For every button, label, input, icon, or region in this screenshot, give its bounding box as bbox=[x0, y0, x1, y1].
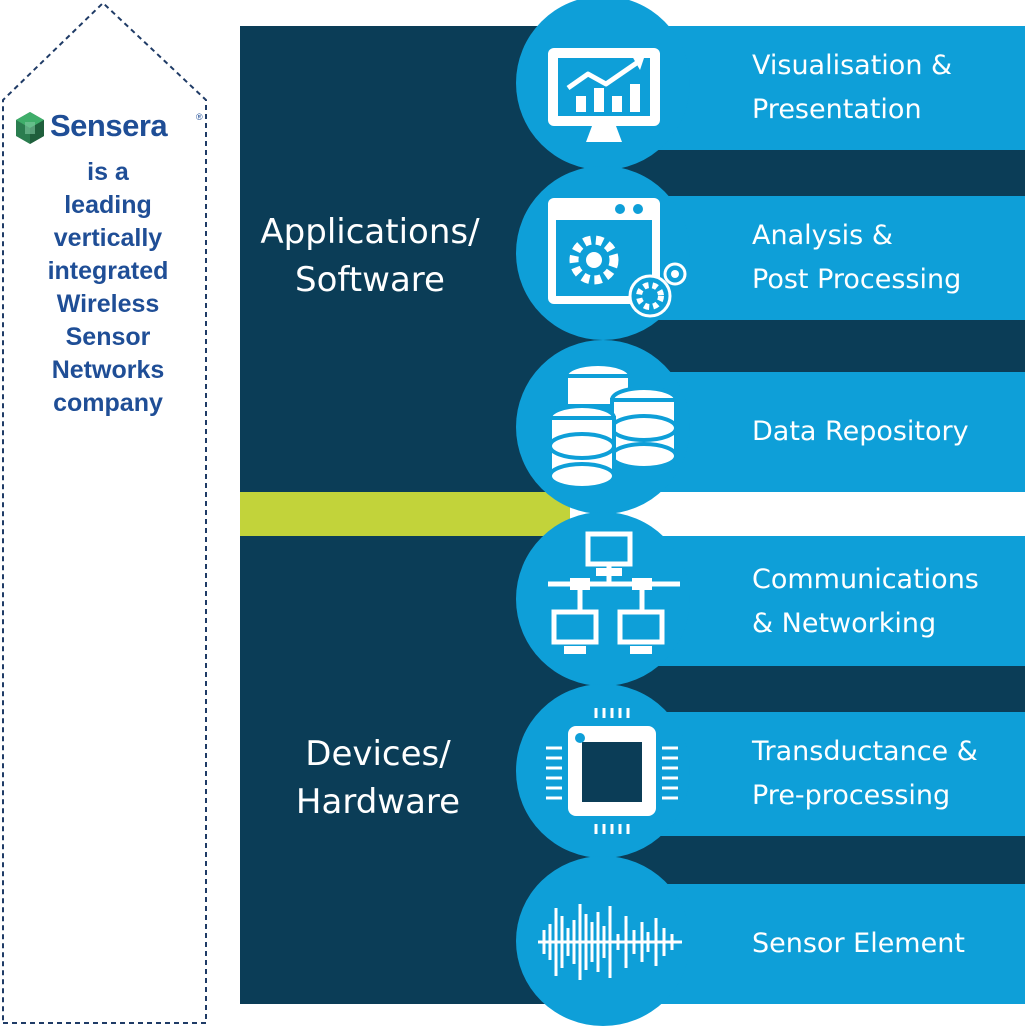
description-line: integrated bbox=[47, 257, 169, 285]
group-label-software: Applications/ Software bbox=[260, 212, 480, 300]
callout-arrow-outline bbox=[2, 1, 207, 1024]
description-line: Sensor bbox=[65, 323, 151, 351]
monitor-chart-icon bbox=[548, 48, 660, 142]
layer-label-visualisation: Visualisation & Presentation bbox=[752, 50, 953, 125]
sensera-logo-text: Sensera bbox=[50, 108, 168, 143]
layer-label-analysis: Analysis & Post Processing bbox=[752, 220, 962, 295]
waveform-icon bbox=[538, 904, 682, 980]
gears-window-icon bbox=[548, 198, 687, 318]
company-description: is a leading vertically integrated Wirel… bbox=[8, 156, 208, 420]
layer-circle-communications bbox=[516, 512, 690, 686]
database-icon bbox=[548, 362, 678, 490]
layer-label-data: Data Repository bbox=[752, 416, 969, 447]
network-icon bbox=[548, 531, 680, 654]
description-line: is a bbox=[87, 158, 129, 186]
layer-label-transductance: Transductance & Pre-processing bbox=[752, 736, 978, 811]
description-line: company bbox=[53, 389, 163, 417]
divider-band bbox=[240, 492, 570, 536]
description-line: Wireless bbox=[56, 290, 160, 318]
registered-mark: ® bbox=[196, 112, 203, 122]
description-line: leading bbox=[64, 191, 152, 219]
chip-icon bbox=[546, 708, 678, 834]
layer-label-communications: Communications & Networking bbox=[752, 564, 979, 639]
sensera-logo: Sensera ® bbox=[8, 108, 208, 148]
description-line: Networks bbox=[51, 356, 165, 384]
sensera-logo-mark-icon bbox=[16, 112, 44, 144]
description-line: vertically bbox=[53, 224, 163, 252]
layer-label-sensor: Sensor Element bbox=[752, 928, 965, 959]
group-label-hardware: Devices/ Hardware bbox=[295, 734, 461, 822]
